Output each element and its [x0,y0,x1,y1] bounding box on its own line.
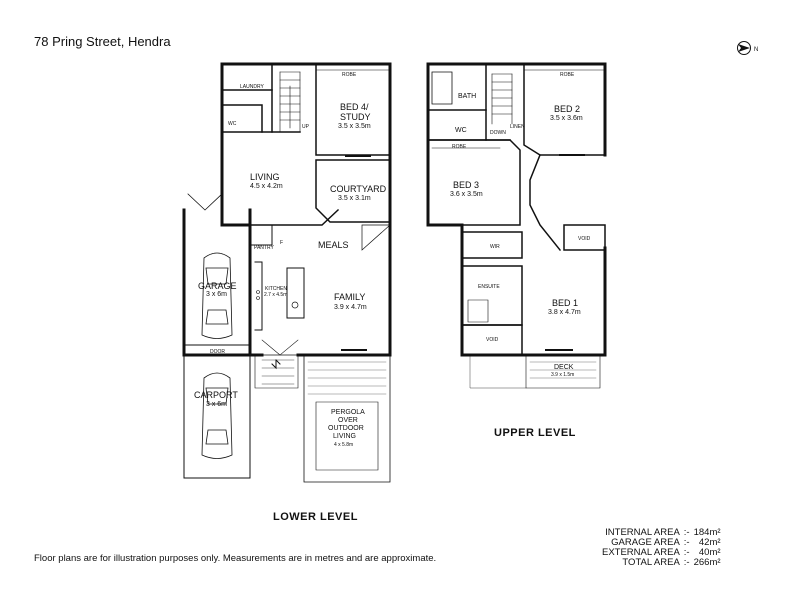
upper-wc-label: WC [455,127,467,134]
bed3-dimensions: 3.6 x 3.5m [450,191,483,198]
bed1-dimensions: 3.8 x 4.7m [548,309,581,316]
area-row: INTERNAL AREA :- 184m² [600,528,723,538]
carport-car [201,372,233,459]
living-name: LIVING [250,172,280,182]
area-summary: INTERNAL AREA :- 184m² GARAGE AREA :- 42… [600,528,723,568]
upper-level-walls [426,62,607,389]
bed1-name: BED 1 [552,298,578,308]
pergola-label-2: OVER [338,417,358,424]
area-value: 184m² [693,527,721,538]
area-row: EXTERNAL AREA :- 40m² [600,548,723,558]
bed3-robe-label: ROBE [452,144,467,150]
living-dimensions: 4.5 x 4.2m [250,183,283,190]
pergola-label-1: PERGOLA [331,409,365,416]
upper-level-title: UPPER LEVEL [494,427,576,439]
courtyard-dimensions: 3.5 x 3.1m [338,195,371,202]
kitchen-dimensions: 2.7 x 4.5m [264,292,287,298]
north-arrow-icon: N [737,41,758,55]
bed4-dimensions: 3.5 x 3.5m [338,123,371,130]
bed4-name: BED 4/ [340,102,369,112]
property-address: 78 Pring Street, Hendra [34,34,171,49]
pergola-label-3: OUTDOOR [328,425,364,432]
area-value: 42m² [698,537,721,548]
deck-dimensions: 3.9 x 1.5m [551,372,574,378]
courtyard-name: COURTYARD [330,184,387,194]
garage-name: GARAGE [198,281,237,291]
area-row: GARAGE AREA :- 42m² [600,538,723,548]
void-label-2: VOID [486,337,499,343]
garage-dimensions: 3 x 6m [206,291,227,298]
laundry-label: LAUNDRY [240,84,264,90]
bed2-name: BED 2 [554,104,580,114]
linen-label: LINEN [510,124,525,130]
lower-level-walls [182,62,392,483]
ensuite-label: ENSUITE [478,284,500,290]
area-value: 266m² [693,557,721,568]
bed2-dimensions: 3.5 x 3.6m [550,115,583,122]
area-label: GARAGE AREA [611,537,680,548]
lower-stairs-up-label: UP [302,124,310,130]
carport-name: CARPORT [194,390,238,400]
upper-stairs-down-label: DOWN [490,130,506,136]
area-label: INTERNAL AREA [605,527,680,538]
disclaimer-text: Floor plans are for illustration purpose… [34,553,437,564]
bed4-name2: STUDY [340,112,371,122]
area-label: EXTERNAL AREA [602,547,680,558]
lower-wc-label: WC [228,121,237,127]
meals-label: MEALS [318,240,349,250]
carport-dimensions: 3 x 6m [206,401,227,408]
area-separator: :- [683,537,690,548]
family-name: FAMILY [334,292,365,302]
pantry-label: PANTRY [254,245,274,251]
area-label: TOTAL AREA [622,557,680,568]
fridge-label: F [280,240,283,246]
lower-level-title: LOWER LEVEL [273,511,358,523]
garage-door-label: DOOR [210,349,225,355]
bed3-name: BED 3 [453,180,479,190]
bed4-robe-label: ROBE [342,72,357,78]
kitchen-name: KITCHEN [265,286,287,292]
svg-text:N: N [754,47,758,53]
deck-name: DECK [554,364,574,371]
area-separator: :- [683,527,690,538]
area-separator: :- [683,557,690,568]
pergola-dimensions: 4 x 5.8m [334,442,353,448]
pergola-label-4: LIVING [333,433,356,440]
bed2-robe-label: ROBE [560,72,575,78]
garage-car [201,252,233,339]
area-separator: :- [683,547,690,558]
area-value: 40m² [698,547,721,558]
wir-label: WIR [490,244,500,250]
family-dimensions: 3.9 x 4.7m [334,304,367,311]
void-label-1: VOID [578,236,591,242]
bath-label: BATH [458,93,476,100]
area-row: TOTAL AREA :- 266m² [600,558,723,568]
